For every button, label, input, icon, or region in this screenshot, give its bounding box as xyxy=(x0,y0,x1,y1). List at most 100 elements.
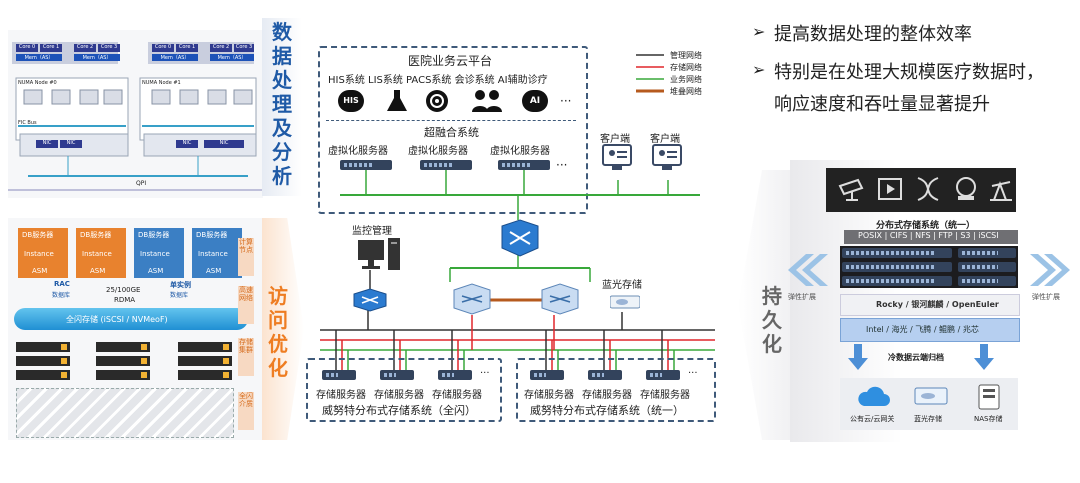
rdma-label: RDMA xyxy=(114,296,136,304)
bullet-text-1: 提高数据处理的整体效率 xyxy=(774,24,972,45)
core-7: Core 3 xyxy=(234,44,254,52)
db-server-single-b xyxy=(192,228,242,278)
bluray-label: 蓝光存储 xyxy=(602,280,642,291)
vt-char: 化 xyxy=(762,332,782,356)
client-terminal-icon-2 xyxy=(652,144,682,170)
db-server-label-2: DB服务器 xyxy=(80,231,112,239)
vt-char: 优 xyxy=(268,332,288,356)
hw-layer xyxy=(840,318,1020,342)
vt-char: 据 xyxy=(272,44,292,68)
core-4: Core 0 xyxy=(152,44,174,52)
storage-node-7 xyxy=(178,342,232,352)
cold-archive-label: 冷数据云端归档 xyxy=(888,353,944,362)
cluster-b-more: ··· xyxy=(688,368,698,379)
db-server-label-3: DB服务器 xyxy=(138,231,170,239)
storage-server-label-a3: 存储服务器 xyxy=(432,390,482,401)
consultation-people-icon xyxy=(472,90,502,112)
systems-more-ellipsis: ··· xyxy=(560,94,572,108)
storage-server-label-b2: 存储服务器 xyxy=(582,390,632,401)
hci-title: 超融合系统 xyxy=(424,126,479,139)
data-processing-backdrop xyxy=(262,18,302,196)
elastic-right-label: 弹性扩展 xyxy=(1032,293,1060,301)
storage-server-b3 xyxy=(646,370,680,380)
mem-0: Mem（AS） xyxy=(16,54,62,61)
core-1: Core 1 xyxy=(40,44,62,52)
storage-server-label-b3: 存储服务器 xyxy=(640,390,690,401)
mem-3: Mem（AS） xyxy=(210,54,254,61)
protocols-label: POSIX | CIFS | NFS | FTP | S3 | iSCSI xyxy=(858,231,999,240)
rack-unit-1 xyxy=(842,248,952,258)
storage-server-a1 xyxy=(322,370,356,380)
asm-label-1: ASM xyxy=(32,267,48,275)
storage-node-6 xyxy=(96,370,150,380)
vt-char: 持 xyxy=(762,284,782,308)
nic-chip-c: NIC xyxy=(176,140,198,148)
storage-node-4 xyxy=(96,342,150,352)
client-terminal-icon-1 xyxy=(602,144,632,170)
asm-label-2: ASM xyxy=(90,267,106,275)
access-optimization-title: 访 问 优 化 xyxy=(266,284,290,380)
cluster-all-flash-frame xyxy=(306,358,502,422)
hw-label: Intel / 海光 / 飞腾 / 鲲鹏 / 兆芯 xyxy=(866,325,979,334)
virt-more-ellipsis: ··· xyxy=(556,158,568,172)
os-label: Rocky / 银河麒麟 / OpenEuler xyxy=(876,300,999,309)
storage-switch-icon-2 xyxy=(541,283,579,315)
hospital-cloud-platform-frame xyxy=(318,46,588,214)
distributed-storage-title: 分布式存储系统（统一） xyxy=(876,221,976,231)
storage-node-9 xyxy=(178,370,232,380)
side-tag-storage: 存储集群 xyxy=(238,338,254,376)
nic-chip-a: NIC xyxy=(36,140,58,148)
asm-label-3: ASM xyxy=(148,267,164,275)
lis-flask-icon xyxy=(387,90,407,111)
db-server-rac-a xyxy=(18,228,68,278)
vt-char: 分 xyxy=(272,140,292,164)
business-systems-list: HIS系统 LIS系统 PACS系统 会诊系统 AI辅助诊疗 xyxy=(328,75,548,86)
virt-server-label-3: 虚拟化服务器 xyxy=(490,146,550,157)
public-cloud-icon xyxy=(858,386,890,406)
instance-label-1: Instance xyxy=(24,250,54,258)
virt-server-2 xyxy=(420,160,472,170)
bullet-marker-1: ➢ xyxy=(752,22,766,41)
os-layer xyxy=(840,294,1020,316)
rack-unit-2 xyxy=(842,262,952,272)
core-5: Core 1 xyxy=(176,44,198,52)
vt-char: 处 xyxy=(272,68,292,92)
target-public-cloud: 公有云/云网关 xyxy=(850,415,895,423)
mem-2: Mem（AS） xyxy=(152,54,198,61)
vt-char: 理 xyxy=(272,92,292,116)
cloud-platform-title: 医院业务云平台 xyxy=(408,54,493,68)
virt-server-label-2: 虚拟化服务器 xyxy=(408,146,468,157)
dna-icon xyxy=(917,177,939,201)
instance-label-3: Instance xyxy=(140,250,170,258)
oil-pump-icon xyxy=(990,181,1012,201)
data-processing-title: 数 据 处 理 及 分 析 xyxy=(270,20,294,188)
asm-label-4: ASM xyxy=(206,267,222,275)
database-globe-icon xyxy=(956,177,976,200)
rac-sub-label: 数据库 xyxy=(52,292,71,299)
virt-server-3 xyxy=(498,160,550,170)
rack-unit-6 xyxy=(958,276,1016,286)
camera-icon xyxy=(838,178,864,201)
db-server-label-4: DB服务器 xyxy=(196,231,228,239)
storage-node-2 xyxy=(16,356,70,366)
db-server-label-1: DB服务器 xyxy=(22,231,54,239)
instance-label-4: Instance xyxy=(198,250,228,258)
legend-storage: 存储网络 xyxy=(670,63,702,72)
side-tag-network: 高速网络 xyxy=(238,286,254,324)
bullet-marker-2: ➢ xyxy=(752,60,766,79)
nic-chip-d: NIC xyxy=(204,140,244,148)
storage-node-8 xyxy=(178,356,232,366)
vt-char: 问 xyxy=(268,308,288,332)
rack-unit-3 xyxy=(842,276,952,286)
bluray-target-icon xyxy=(914,387,948,405)
db-server-rac-b xyxy=(76,228,126,278)
vt-char: 访 xyxy=(268,284,288,308)
bullet-text-3: 响应速度和吞吐量显著提升 xyxy=(774,94,990,115)
all-flash-storage-band xyxy=(14,308,248,330)
side-tag-compute: 计算节点 xyxy=(238,238,254,276)
fic-bus-label: FIC Bus xyxy=(18,120,37,126)
storage-server-label-b1: 存储服务器 xyxy=(524,390,574,401)
storage-server-label-a2: 存储服务器 xyxy=(374,390,424,401)
single-instance-sub-label: 数据库 xyxy=(170,292,189,299)
storage-node-3 xyxy=(16,370,70,380)
